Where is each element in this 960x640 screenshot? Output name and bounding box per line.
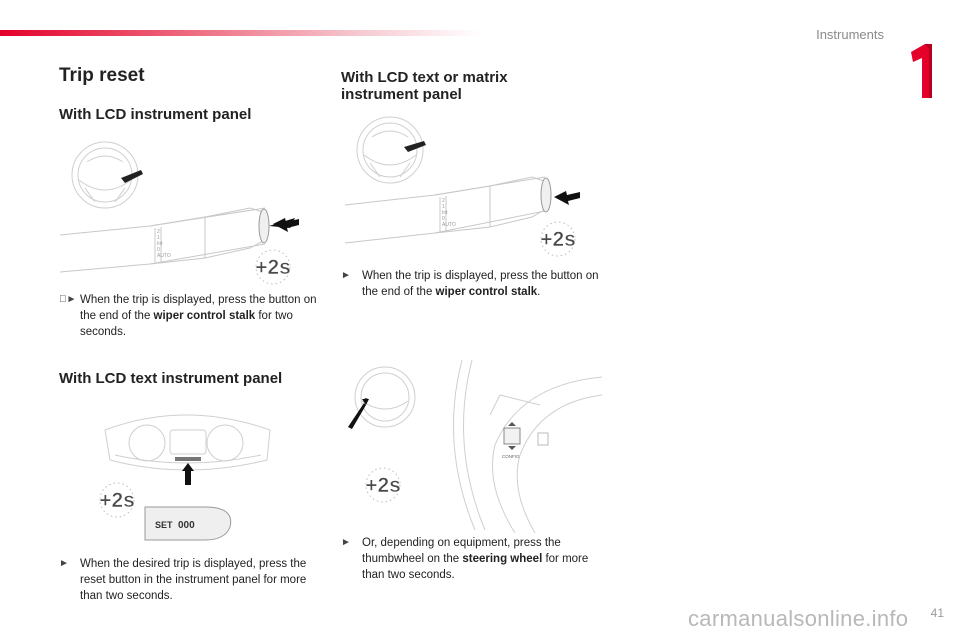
svg-text:2: 2 bbox=[157, 229, 160, 235]
svg-text:+2s: +2s bbox=[255, 256, 291, 279]
svg-text:+2s: +2s bbox=[540, 228, 576, 251]
instruction-lcd-text-panel: ► When the desired trip is displayed, pr… bbox=[59, 558, 307, 602]
svg-text:0: 0 bbox=[442, 216, 445, 222]
set-label: SET bbox=[155, 520, 173, 530]
instruction-steering-wheel: ► Or, depending on equipment, press the … bbox=[341, 537, 589, 581]
heading-lcd-panel: With LCD instrument panel bbox=[59, 106, 252, 123]
svg-text:AUTO: AUTO bbox=[157, 253, 171, 259]
page-number: 41 bbox=[930, 606, 944, 620]
heading-lcd-matrix-panel: With LCD text or matrix instrument panel bbox=[341, 69, 508, 103]
svg-text:1: 1 bbox=[442, 204, 445, 210]
watermark: carmanualsonline.info bbox=[688, 606, 909, 631]
display-value: 000 bbox=[178, 520, 195, 531]
svg-text:AUTO: AUTO bbox=[442, 222, 456, 228]
section-title: Instruments bbox=[816, 27, 884, 42]
svg-text:CONFIG: CONFIG bbox=[502, 454, 520, 459]
instruction-lcd-panel: ► When the trip is displayed, press the… bbox=[59, 294, 317, 338]
steering-wheel-figure: CONFIG +2s bbox=[348, 359, 603, 534]
svg-text:+2s: +2s bbox=[365, 474, 401, 497]
svg-text:1: 1 bbox=[157, 235, 160, 241]
svg-text:Int: Int bbox=[157, 241, 163, 247]
svg-text:2: 2 bbox=[442, 198, 445, 204]
svg-text:0: 0 bbox=[157, 247, 160, 253]
svg-text:+2s: +2s bbox=[99, 489, 135, 512]
page-title: Trip reset bbox=[59, 65, 145, 86]
heading-lcd-text-panel: With LCD text instrument panel bbox=[59, 370, 283, 387]
svg-text:Int: Int bbox=[442, 210, 448, 216]
header-accent-bar bbox=[0, 30, 480, 36]
chapter-number bbox=[911, 44, 932, 98]
instruction-wiper-stalk: ► When the trip is displayed, press the … bbox=[341, 270, 599, 298]
wiper-stalk-figure-left: 2 1 Int 0 AUTO +2s bbox=[59, 141, 299, 285]
wiper-stalk-figure-right: 2 1 Int 0 AUTO +2s bbox=[344, 116, 580, 257]
instrument-panel-figure: +2s SET 000 bbox=[99, 414, 271, 541]
